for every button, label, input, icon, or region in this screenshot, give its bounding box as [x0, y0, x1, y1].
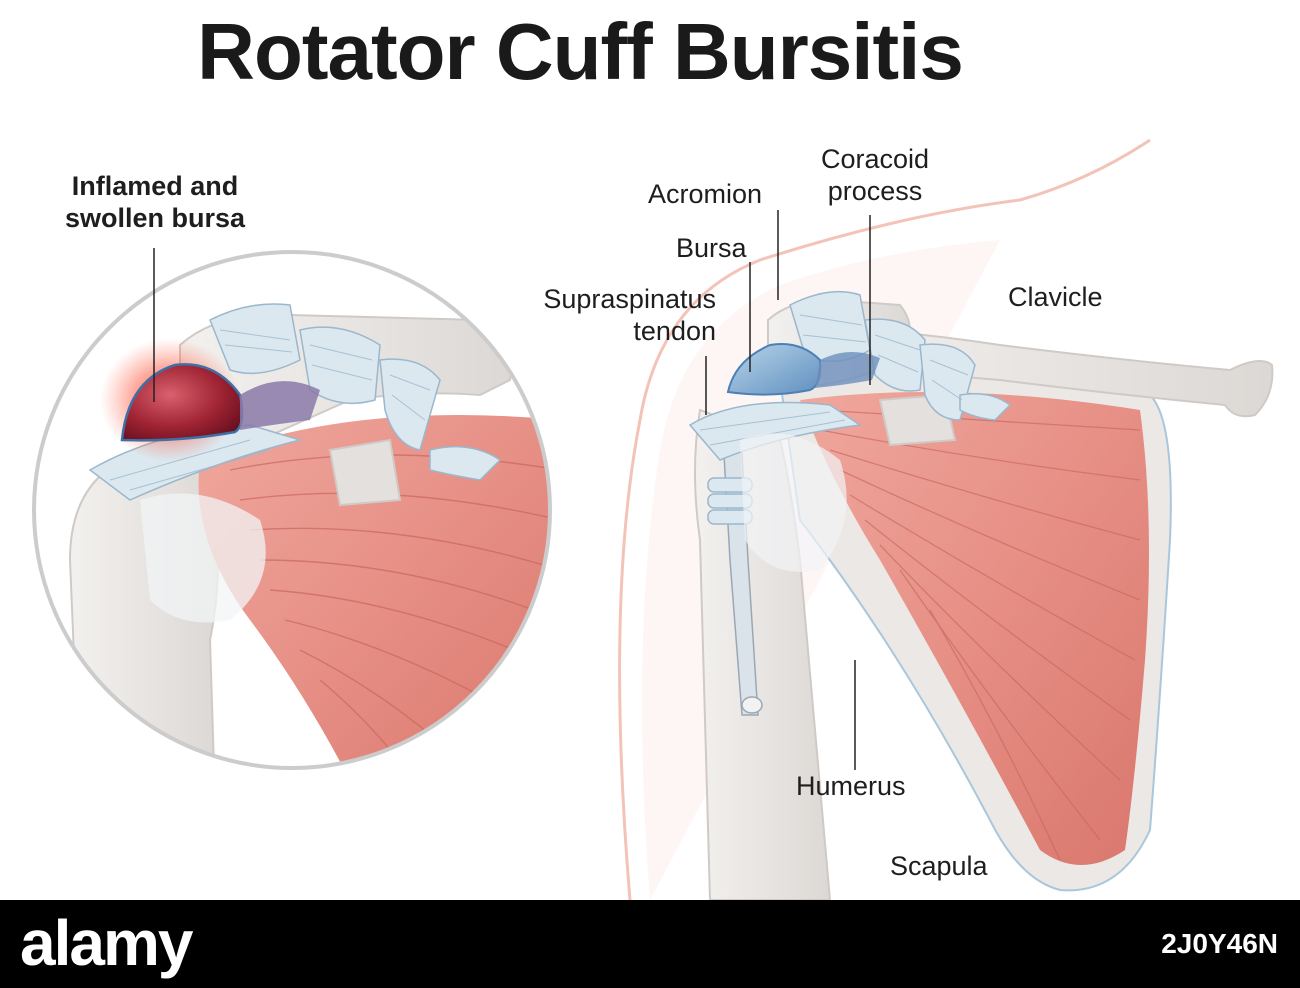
coracoid-process-label: Coracoid process — [790, 143, 960, 207]
footer-brand-logo: alamy — [20, 907, 193, 979]
scapula-label: Scapula — [890, 851, 988, 881]
shoulder-view — [618, 138, 1274, 900]
inflamed-bursa-label-line2: swollen bursa — [64, 203, 246, 233]
inflamed-bursa-label-line1: Inflamed and — [71, 171, 239, 201]
footer-image-code: 2J0Y46N — [1161, 928, 1278, 959]
joint-capsule-left — [140, 493, 266, 623]
footer-bar: alamy 2J0Y46N — [0, 900, 1300, 988]
bursa-label: Bursa — [676, 233, 747, 263]
supraspinatus-label-line1: Supraspinatus — [543, 284, 716, 314]
supraspinatus-tendon-label: Supraspinatus tendon — [480, 283, 716, 347]
acromion-label: Acromion — [648, 179, 763, 209]
inflamed-bursa — [120, 363, 244, 442]
label-leader-lines — [705, 210, 871, 770]
inflamed-bursa-label: Inflamed and swollen bursa — [30, 170, 280, 234]
clavicle-label: Clavicle — [1008, 282, 1103, 312]
joint-capsule — [740, 433, 847, 572]
subscapularis-muscle — [800, 392, 1149, 865]
humerus-label: Humerus — [796, 771, 906, 801]
supraspinatus-label-line2: tendon — [633, 316, 716, 346]
coracoid-label-line2: process — [827, 176, 923, 206]
magnified-circle-border — [32, 250, 552, 770]
page-title: Rotator Cuff Bursitis — [197, 7, 964, 96]
coracoid-label-line1: Coracoid — [820, 144, 930, 174]
skin-outline — [618, 138, 1151, 900]
shoulder-anatomy-illustration — [32, 138, 1274, 900]
